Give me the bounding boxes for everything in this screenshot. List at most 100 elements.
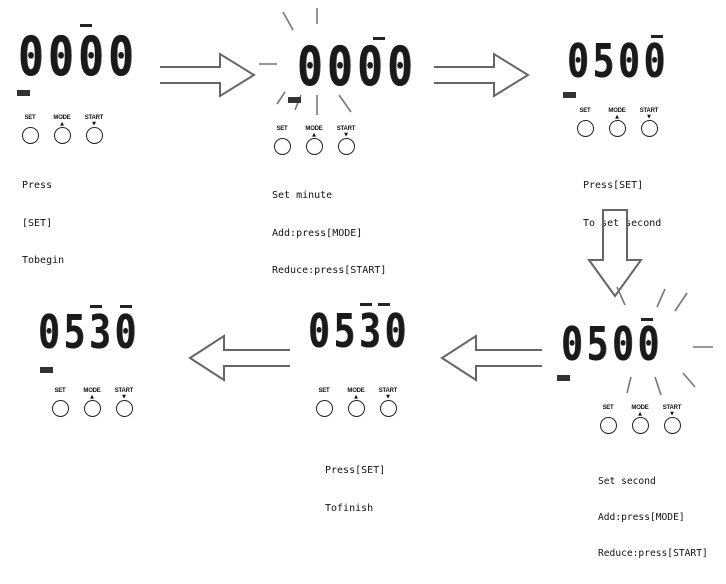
caption-line: Set minute (272, 190, 333, 201)
start-button-circle[interactable] (379, 400, 397, 417)
up-triangle-icon: ▲ (90, 394, 94, 400)
mode-button-label: MODE (305, 126, 323, 132)
up-triangle-icon: ▲ (60, 121, 64, 127)
mode-button-label: MODE (347, 388, 365, 394)
start-button[interactable]: START ▼ (639, 108, 659, 137)
button-row: SET MODE ▲ START ▼ (314, 388, 398, 417)
lcd-indicator (641, 318, 653, 321)
set-button[interactable]: SET (598, 405, 618, 434)
set-button-label: SET (579, 108, 591, 114)
start-button-label: START (84, 115, 104, 121)
start-button[interactable]: START ▼ (378, 388, 398, 417)
lcd-tag (288, 97, 301, 103)
start-button[interactable]: START ▼ (84, 115, 104, 144)
caption-line: Add:press[MODE] (598, 512, 685, 523)
lcd-display: 0500 (567, 38, 698, 84)
set-button[interactable]: SET (50, 388, 70, 417)
mode-button-circle[interactable] (83, 400, 101, 417)
lcd-digit: 0530 (308, 304, 411, 358)
caption-line: Tofinish (325, 502, 374, 514)
flash-rays-icon (616, 286, 713, 396)
lcd-tag (557, 375, 570, 381)
lcd-indicator (80, 24, 92, 27)
set-button-circle[interactable] (51, 400, 69, 417)
caption-line: Press[SET] (583, 180, 644, 191)
mode-button[interactable]: MODE ▲ (82, 388, 102, 417)
down-triangle-icon: ▼ (386, 394, 390, 400)
start-button[interactable]: START ▼ (662, 405, 682, 434)
lcd-tag (17, 90, 30, 96)
lcd-indicator (90, 305, 102, 308)
set-button-circle[interactable] (315, 400, 333, 417)
mode-button-label: MODE (631, 405, 649, 411)
start-button-label: START (639, 108, 659, 114)
down-triangle-icon: ▼ (344, 132, 348, 138)
start-button-circle[interactable] (663, 417, 681, 434)
step-caption: Set second Add:press[MODE] Reduce:press[… (598, 452, 708, 584)
set-button-label: SET (24, 115, 36, 121)
left-arrow-icon (188, 334, 290, 382)
start-button-label: START (336, 126, 356, 132)
start-button-circle[interactable] (640, 120, 658, 137)
step-caption: Press[SET] To set second (583, 155, 661, 255)
up-triangle-icon: ▲ (615, 114, 619, 120)
set-button-label: SET (602, 405, 614, 411)
caption-line: Tobegin (22, 255, 65, 266)
caption-line: Add:press[MODE] (272, 227, 363, 239)
mode-button-label: MODE (83, 388, 101, 394)
mode-button[interactable]: MODE ▲ (52, 115, 72, 144)
down-arrow-icon (587, 209, 643, 298)
button-row: SET MODE ▲ START ▼ (575, 108, 659, 137)
lcd-indicator (120, 305, 132, 308)
set-button-circle[interactable] (599, 417, 617, 434)
start-button[interactable]: START ▼ (336, 126, 356, 155)
caption-line: Press[SET] (325, 465, 386, 476)
step-1: 0000 SET MODE ▲ START ▼ Press [SET] Tobe… (0, 0, 150, 266)
set-button-circle[interactable] (273, 138, 291, 155)
mode-button[interactable]: MODE ▲ (630, 405, 650, 434)
set-button[interactable]: SET (20, 115, 40, 144)
start-button-circle[interactable] (115, 400, 133, 417)
up-triangle-icon: ▲ (354, 394, 358, 400)
mode-button[interactable]: MODE ▲ (346, 388, 366, 417)
lcd-digit: 0000 (18, 25, 139, 88)
down-triangle-icon: ▼ (647, 114, 651, 120)
lcd-digit: 0530 (38, 305, 141, 359)
right-arrow-icon (160, 52, 256, 98)
mode-button-circle[interactable] (608, 120, 626, 137)
up-triangle-icon: ▲ (638, 411, 642, 417)
set-button[interactable]: SET (314, 388, 334, 417)
mode-button-circle[interactable] (53, 127, 71, 144)
lcd-indicator (360, 303, 372, 306)
lcd-display: 0000 (18, 30, 172, 84)
lcd-digit: 0500 (567, 34, 670, 88)
mode-button-circle[interactable] (305, 138, 323, 155)
lcd-digit: 0500 (561, 317, 664, 371)
button-row: SET MODE ▲ START ▼ (20, 115, 104, 144)
set-button[interactable]: SET (272, 126, 292, 155)
left-arrow-icon (440, 334, 542, 382)
down-triangle-icon: ▼ (122, 394, 126, 400)
mode-button[interactable]: MODE ▲ (607, 108, 627, 137)
start-button-circle[interactable] (337, 138, 355, 155)
step-2: 0000 SET MODE ▲ START ▼ Set minute Add:p… (255, 0, 425, 276)
start-button[interactable]: START ▼ (114, 388, 134, 417)
step-caption: Press[SET] Tofinish (325, 440, 385, 540)
caption-line: [SET] (22, 217, 53, 229)
step-caption: Set minute Add:press[MODE] Reduce:press[… (272, 165, 386, 303)
mode-button-circle[interactable] (631, 417, 649, 434)
caption-line: Reduce:press[START] (598, 548, 708, 559)
mode-button-circle[interactable] (347, 400, 365, 417)
step-3: 0500 SET MODE ▲ START ▼ Press[SET] To se… (555, 0, 726, 229)
button-row: SET MODE ▲ START ▼ (598, 405, 682, 434)
set-button-circle[interactable] (576, 120, 594, 137)
set-button[interactable]: SET (575, 108, 595, 137)
step-6: 0530 SET MODE ▲ START ▼ (30, 295, 180, 445)
mode-button[interactable]: MODE ▲ (304, 126, 324, 155)
lcd-display: 0530 (38, 309, 169, 355)
set-button-label: SET (276, 126, 288, 132)
start-button-circle[interactable] (85, 127, 103, 144)
set-button-circle[interactable] (21, 127, 39, 144)
button-row: SET MODE ▲ START ▼ (50, 388, 134, 417)
down-triangle-icon: ▼ (670, 411, 674, 417)
